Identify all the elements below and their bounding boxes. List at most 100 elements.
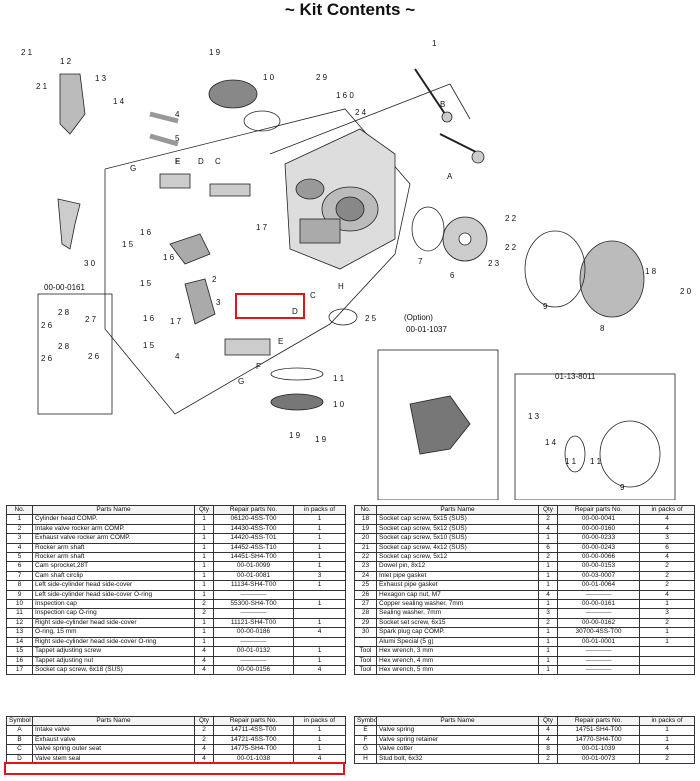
- svg-text:D: D: [198, 157, 204, 166]
- cell-qty: 4: [538, 523, 558, 535]
- cell-qty: 4: [194, 655, 214, 666]
- parts-table-right: No. Parts Name Qty Repair parts No. in p…: [354, 504, 695, 676]
- highlight-box-diagram: [235, 293, 305, 319]
- cell-no: C: [6, 744, 33, 755]
- cell-packs: 1: [293, 580, 346, 591]
- svg-text:E: E: [278, 337, 283, 346]
- svg-text:C: C: [215, 157, 221, 166]
- cell-name: Alumi Special (5 g): [376, 636, 539, 648]
- cell-qty: 1: [194, 636, 214, 648]
- svg-text:2 4: 2 4: [355, 108, 367, 117]
- svg-text:1 5: 1 5: [122, 240, 134, 249]
- svg-text:1 6: 1 6: [140, 228, 152, 237]
- cell-packs: 4: [639, 523, 695, 535]
- cell-packs: 3: [639, 533, 695, 544]
- cell-no: A: [6, 725, 33, 736]
- cell-packs: 1: [639, 599, 695, 610]
- svg-text:1 1: 1 1: [565, 457, 577, 466]
- cell-no: 28: [354, 608, 377, 619]
- cell-name: Right side-cylinder head side-cover O-ri…: [32, 636, 195, 648]
- svg-text:2 1: 2 1: [36, 82, 48, 91]
- cell-name: Tappet adjusting screw: [32, 646, 195, 657]
- cell-name: Valve spring outer seat: [32, 744, 195, 755]
- cell-qty: 1: [194, 523, 214, 535]
- cell-packs: [639, 655, 695, 666]
- cell-name: Socket cap screw, 4x12 (SUS): [376, 542, 539, 554]
- cell-name: Socket cap screw, 6x18 (SUS): [32, 664, 195, 676]
- cell-qty: 1: [194, 617, 214, 629]
- cell-qty: 2: [538, 552, 558, 563]
- cell-name: Socket cap screw, 5x15 (SUS): [376, 514, 539, 525]
- cell-packs: 1: [293, 725, 346, 736]
- svg-text:2: 2: [212, 275, 217, 284]
- svg-text:1 5: 1 5: [143, 341, 155, 350]
- cell-name: Valve cotter: [376, 744, 539, 755]
- cell-qty: 1: [538, 599, 558, 610]
- cell-no: 29: [354, 617, 377, 629]
- svg-text:1: 1: [432, 39, 437, 48]
- svg-text:1 4: 1 4: [113, 97, 125, 106]
- cell-packs: 4: [639, 744, 695, 755]
- cell-name: Rocker arm shaft: [32, 542, 195, 554]
- svg-text:8: 8: [600, 324, 605, 333]
- cell-repair: ————: [557, 655, 640, 666]
- cell-qty: 2: [194, 734, 214, 746]
- cell-name: O-ring, 15 mm: [32, 627, 195, 638]
- cell-packs: 1: [293, 744, 346, 755]
- cell-name: Socket cap screw, 5x10 (SUS): [376, 533, 539, 544]
- cell-repair: 00-01-0099: [213, 561, 294, 572]
- svg-text:1 1: 1 1: [333, 374, 345, 383]
- cell-no: 8: [6, 580, 33, 591]
- svg-text:E: E: [175, 157, 180, 166]
- cell-repair: 14721-4SS-T00: [213, 734, 294, 746]
- cell-qty: 4: [538, 725, 558, 736]
- cell-no: 10: [6, 599, 33, 610]
- cell-name: Valve spring retainer: [376, 734, 539, 746]
- cell-qty: 4: [194, 664, 214, 676]
- svg-text:(Option): (Option): [404, 313, 433, 322]
- svg-text:1 8: 1 8: [645, 267, 657, 276]
- svg-text:2 3: 2 3: [488, 259, 500, 268]
- cell-qty: 2: [194, 608, 214, 619]
- cell-no: 9: [6, 589, 33, 601]
- cell-packs: 3: [639, 608, 695, 619]
- svg-text:01-13-8011: 01-13-8011: [555, 372, 596, 381]
- cell-name: Hex wrench, 4 mm: [376, 655, 539, 666]
- svg-text:1 0: 1 0: [263, 73, 275, 82]
- cell-repair: 00-03-0007: [557, 570, 640, 582]
- svg-text:4: 4: [175, 110, 180, 119]
- cell-no: 27: [354, 599, 377, 610]
- cell-name: Inspection cap: [32, 599, 195, 610]
- cell-packs: 4: [639, 552, 695, 563]
- svg-text:1 6: 1 6: [163, 253, 175, 262]
- svg-text:1 3: 1 3: [95, 74, 107, 83]
- cell-qty: 1: [538, 570, 558, 582]
- svg-text:2 7: 2 7: [85, 315, 97, 324]
- cell-no: 19: [354, 523, 377, 535]
- cell-packs: 3: [293, 570, 346, 582]
- cell-repair: 14775-SH4-T00: [213, 744, 294, 755]
- cell-repair: 11134-SH4-T00: [213, 580, 294, 591]
- cell-qty: 6: [538, 542, 558, 554]
- cell-repair: 00-01-0132: [213, 646, 294, 657]
- svg-text:00-01-1037: 00-01-1037: [406, 325, 447, 334]
